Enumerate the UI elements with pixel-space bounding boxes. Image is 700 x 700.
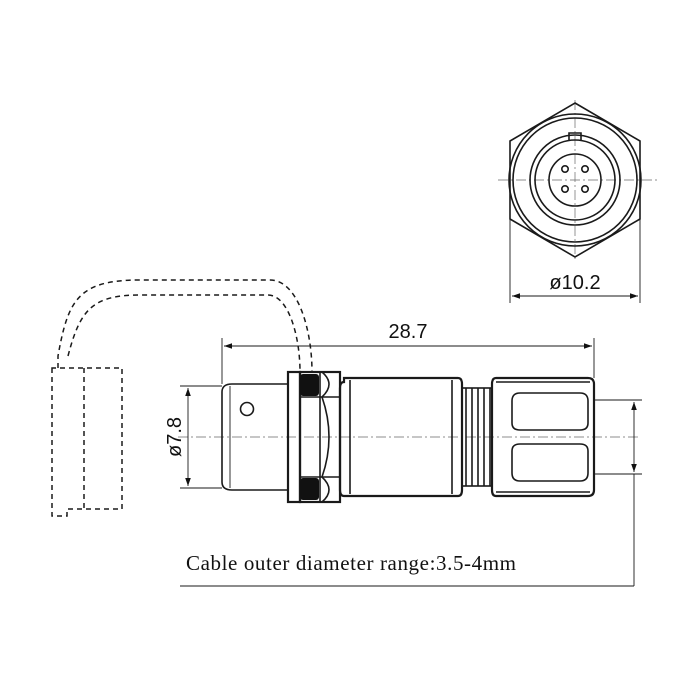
overall-length-label: 28.7 <box>389 321 428 343</box>
latch-hole <box>239 401 255 417</box>
body-diameter-label: ø7.8 <box>164 417 186 457</box>
flange-circle-outer <box>508 113 642 247</box>
socket-ring-mid <box>534 139 616 221</box>
pin-hole-2 <box>580 165 589 174</box>
front-view <box>498 100 660 262</box>
cable-nut <box>490 376 596 498</box>
keyway-notch <box>568 132 582 141</box>
gasket-top <box>300 374 319 396</box>
front-diameter-dimension: ø10.2 <box>509 219 641 303</box>
dust-cap-outline <box>51 367 123 517</box>
cable-nut-flat-bottom <box>511 443 589 482</box>
tether-strap-inner <box>67 294 301 373</box>
gasket-bottom <box>300 478 319 500</box>
flange-circle-inner <box>512 117 638 243</box>
socket-ring-outer <box>529 134 621 226</box>
body-diameter-dimension: ø7.8 <box>164 385 222 489</box>
pin-hole-4 <box>580 185 589 194</box>
coupling-body <box>338 376 464 498</box>
cable-range-note: Cable outer diameter range:3.5-4mm <box>186 551 517 575</box>
cable-nut-flat-top <box>511 392 589 431</box>
tether-strap-outer <box>57 279 313 373</box>
thread-lines <box>465 388 491 486</box>
insert-face <box>548 153 602 207</box>
pin-hole-3 <box>560 185 569 194</box>
hex-flange-outline <box>509 102 641 258</box>
overall-length-dimension: 28.7 <box>221 321 595 384</box>
pin-hole-1 <box>560 165 569 174</box>
side-view <box>51 279 640 517</box>
front-diameter-label: ø10.2 <box>549 272 600 294</box>
cable-range-dimension: Cable outer diameter range:3.5-4mm <box>180 399 642 587</box>
